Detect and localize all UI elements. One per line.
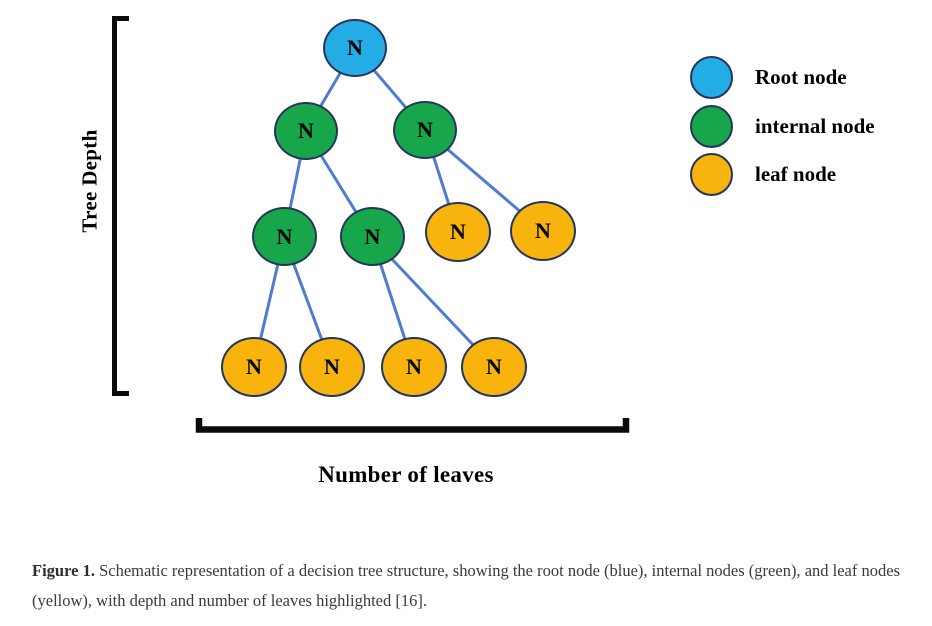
internal-node-swatch-icon [690, 105, 733, 148]
internal-node: N [393, 101, 457, 159]
node-label: N [417, 117, 433, 142]
internal-node: N [340, 207, 405, 266]
node-label: N [246, 354, 262, 379]
number-of-leaves-label: Number of leaves [318, 462, 494, 487]
root-node: N [323, 19, 387, 77]
internal-node: N [274, 102, 338, 160]
leaf-node: N [299, 337, 365, 397]
leaf-node: N [221, 337, 287, 397]
internal-node: N [252, 207, 317, 266]
node-label: N [324, 354, 340, 379]
figure-caption-text: Schematic representation of a decision t… [32, 561, 900, 610]
leaf-node-swatch-icon [690, 153, 733, 196]
depth-bracket [112, 16, 129, 396]
figure-caption: Figure 1. Schematic representation of a … [32, 556, 900, 616]
legend-label: internal node [755, 114, 875, 138]
node-label: N [486, 354, 502, 379]
tree-depth-label: Tree Depth [77, 129, 102, 233]
node-label: N [364, 223, 381, 249]
leaf-node: N [510, 201, 576, 261]
node-label: N [298, 118, 314, 143]
legend-item-root: Root node [690, 56, 847, 99]
legend-label: leaf node [755, 162, 837, 186]
legend-label: Root node [755, 65, 847, 89]
leaf-node: N [381, 337, 447, 397]
root-node-swatch-icon [690, 56, 733, 99]
leaves-bracket [195, 418, 630, 433]
legend-item-leaf: leaf node [690, 153, 836, 196]
legend-item-internal: internal node [690, 105, 875, 148]
node-label: N [347, 35, 363, 60]
leaf-node: N [461, 337, 527, 397]
node-label: N [406, 354, 422, 379]
tree-edges [252, 47, 544, 369]
node-label: N [535, 218, 551, 243]
node-label: N [276, 223, 293, 249]
leaf-node: N [425, 202, 491, 262]
figure-caption-number: Figure 1. [32, 561, 95, 580]
node-label: N [450, 219, 466, 244]
decision-tree-diagram: N N N N N N N N N N N Tre [77, 16, 875, 487]
